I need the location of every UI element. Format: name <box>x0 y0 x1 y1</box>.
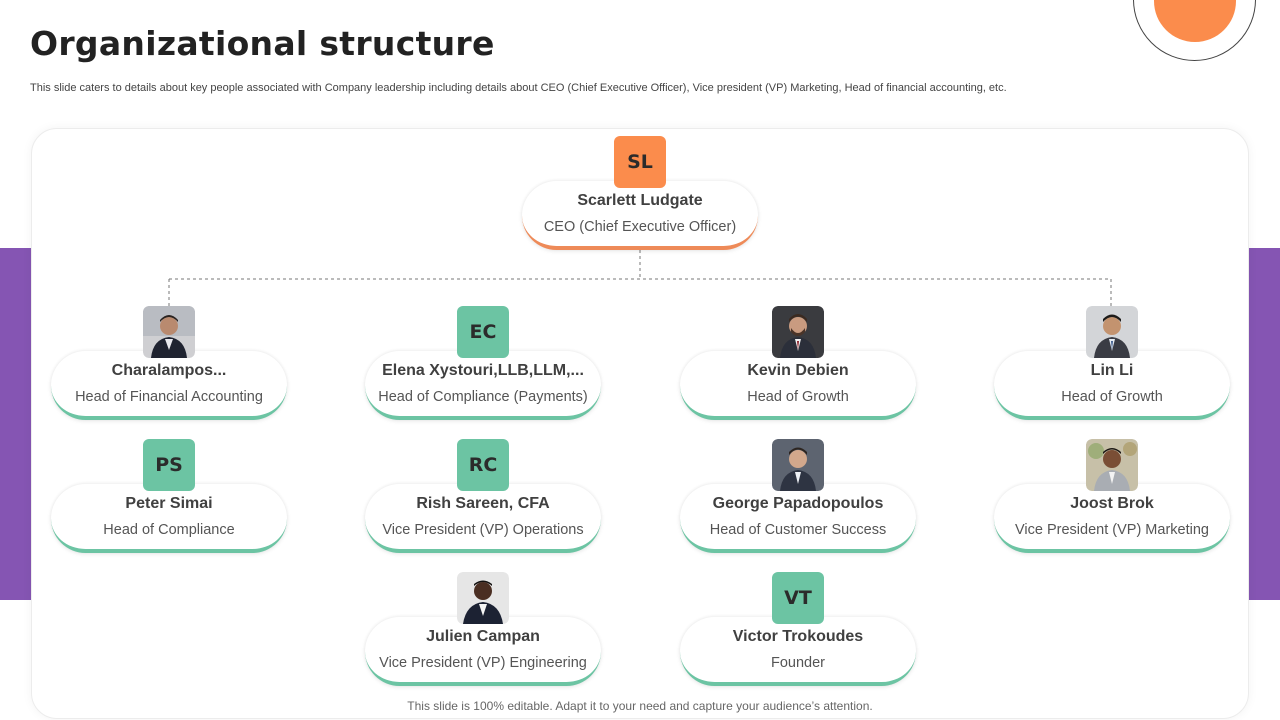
member-role: Head of Financial Accounting <box>75 389 263 405</box>
left-accent-band <box>0 248 32 600</box>
member-name: Lin Li <box>1090 362 1134 379</box>
member-photo-avatar <box>457 572 509 624</box>
member-name: Elena Xystouri,LLB,LLM,... <box>382 362 584 379</box>
member-initials-avatar: EC <box>457 306 509 358</box>
member-name: Julien Campan <box>426 628 540 645</box>
member-role: Head of Growth <box>747 389 849 405</box>
member-role: Head of Customer Success <box>709 522 887 538</box>
member-name: Rish Sareen, CFA <box>416 495 550 512</box>
member-role: Head of Compliance <box>103 522 235 538</box>
member-card: George Papadopoulos Head of Customer Suc… <box>680 484 916 553</box>
member-photo-avatar <box>772 439 824 491</box>
member-role: Vice President (VP) Engineering <box>379 655 587 671</box>
member-name: Charalampos... <box>111 362 227 379</box>
member-role: Founder <box>770 655 825 671</box>
member-card: Victor Trokoudes Founder <box>680 617 916 686</box>
member-initials-avatar: PS <box>143 439 195 491</box>
member-role: Head of Growth <box>1061 389 1163 405</box>
member-initials-avatar: VT <box>772 572 824 624</box>
member-name: George Papadopoulos <box>712 495 884 512</box>
member-card: Lin Li Head of Growth <box>994 351 1230 420</box>
member-card: Peter Simai Head of Compliance <box>51 484 287 553</box>
member-initials-avatar: RC <box>457 439 509 491</box>
member-name: Joost Brok <box>1070 495 1154 512</box>
member-card: Charalampos... Head of Financial Account… <box>51 351 287 420</box>
ceo-initials-avatar: SL <box>614 136 666 188</box>
ceo-card: Scarlett Ludgate CEO (Chief Executive Of… <box>522 181 758 250</box>
member-card: Rish Sareen, CFA Vice President (VP) Ope… <box>365 484 601 553</box>
member-name: Kevin Debien <box>747 362 849 379</box>
ceo-name: Scarlett Ludgate <box>577 192 703 209</box>
member-role: Vice President (VP) Operations <box>382 522 584 538</box>
member-card: Kevin Debien Head of Growth <box>680 351 916 420</box>
footer-note: This slide is 100% editable. Adapt it to… <box>407 699 873 713</box>
member-card: Joost Brok Vice President (VP) Marketing <box>994 484 1230 553</box>
member-photo-avatar <box>772 306 824 358</box>
member-photo-avatar <box>1086 306 1138 358</box>
member-name: Peter Simai <box>125 495 213 512</box>
right-accent-band <box>1248 248 1280 600</box>
member-card: Elena Xystouri,LLB,LLM,... Head of Compl… <box>365 351 601 420</box>
ceo-role: CEO (Chief Executive Officer) <box>543 219 737 235</box>
page-subtitle: This slide caters to details about key p… <box>30 82 1007 94</box>
member-role: Vice President (VP) Marketing <box>1015 522 1209 538</box>
member-name: Victor Trokoudes <box>732 628 864 645</box>
member-role: Head of Compliance (Payments) <box>378 389 588 405</box>
member-card: Julien Campan Vice President (VP) Engine… <box>365 617 601 686</box>
member-photo-avatar <box>143 306 195 358</box>
page-title: Organizational structure <box>30 24 495 63</box>
member-photo-avatar <box>1086 439 1138 491</box>
